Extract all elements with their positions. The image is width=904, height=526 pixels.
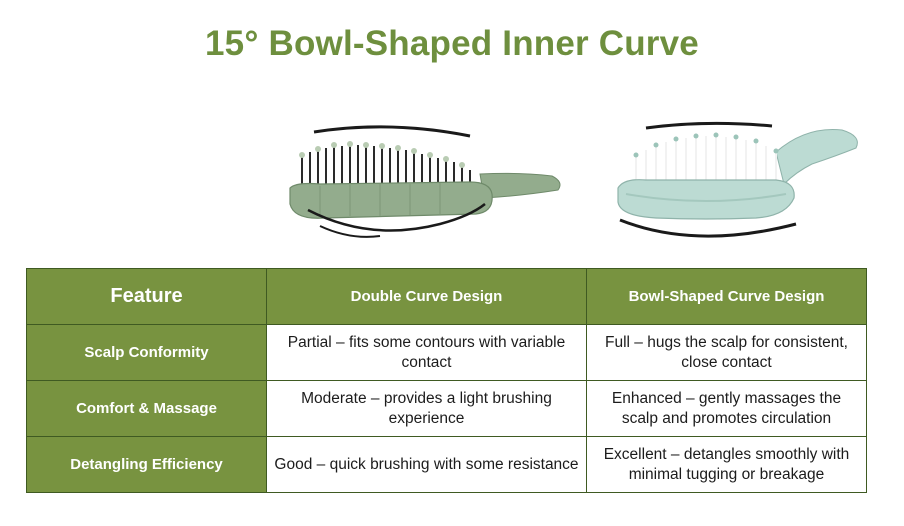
double-curve-value: Good – quick brushing with some resistan… (266, 436, 587, 493)
comparison-table: Feature Double Curve Design Bowl-Shaped … (26, 268, 867, 493)
feature-label: Comfort & Massage (26, 380, 267, 437)
double-curve-value: Moderate – provides a light brushing exp… (266, 380, 587, 437)
bowl-shaped-brush-image (617, 121, 858, 238)
page-title: 15° Bowl-Shaped Inner Curve (205, 24, 699, 63)
feature-label: Scalp Conformity (26, 324, 267, 381)
table-row: Detangling Efficiency Good – quick brush… (26, 436, 867, 493)
column-header-double-curve: Double Curve Design (266, 268, 587, 325)
table-row: Scalp Conformity Partial – fits some con… (26, 324, 867, 381)
bowl-shaped-value: Excellent – detangles smoothly with mini… (586, 436, 867, 493)
bowl-shaped-value: Full – hugs the scalp for consistent, cl… (586, 324, 867, 381)
double-curve-value: Partial – fits some contours with variab… (266, 324, 587, 381)
column-header-bowl-shaped: Bowl-Shaped Curve Design (586, 268, 867, 325)
bowl-shaped-value: Enhanced – gently massages the scalp and… (586, 380, 867, 437)
table-header-row: Feature Double Curve Design Bowl-Shaped … (26, 268, 867, 325)
feature-label: Detangling Efficiency (26, 436, 267, 493)
double-curve-brush-image (289, 125, 561, 238)
table-row: Comfort & Massage Moderate – provides a … (26, 380, 867, 437)
column-header-feature: Feature (26, 268, 267, 325)
